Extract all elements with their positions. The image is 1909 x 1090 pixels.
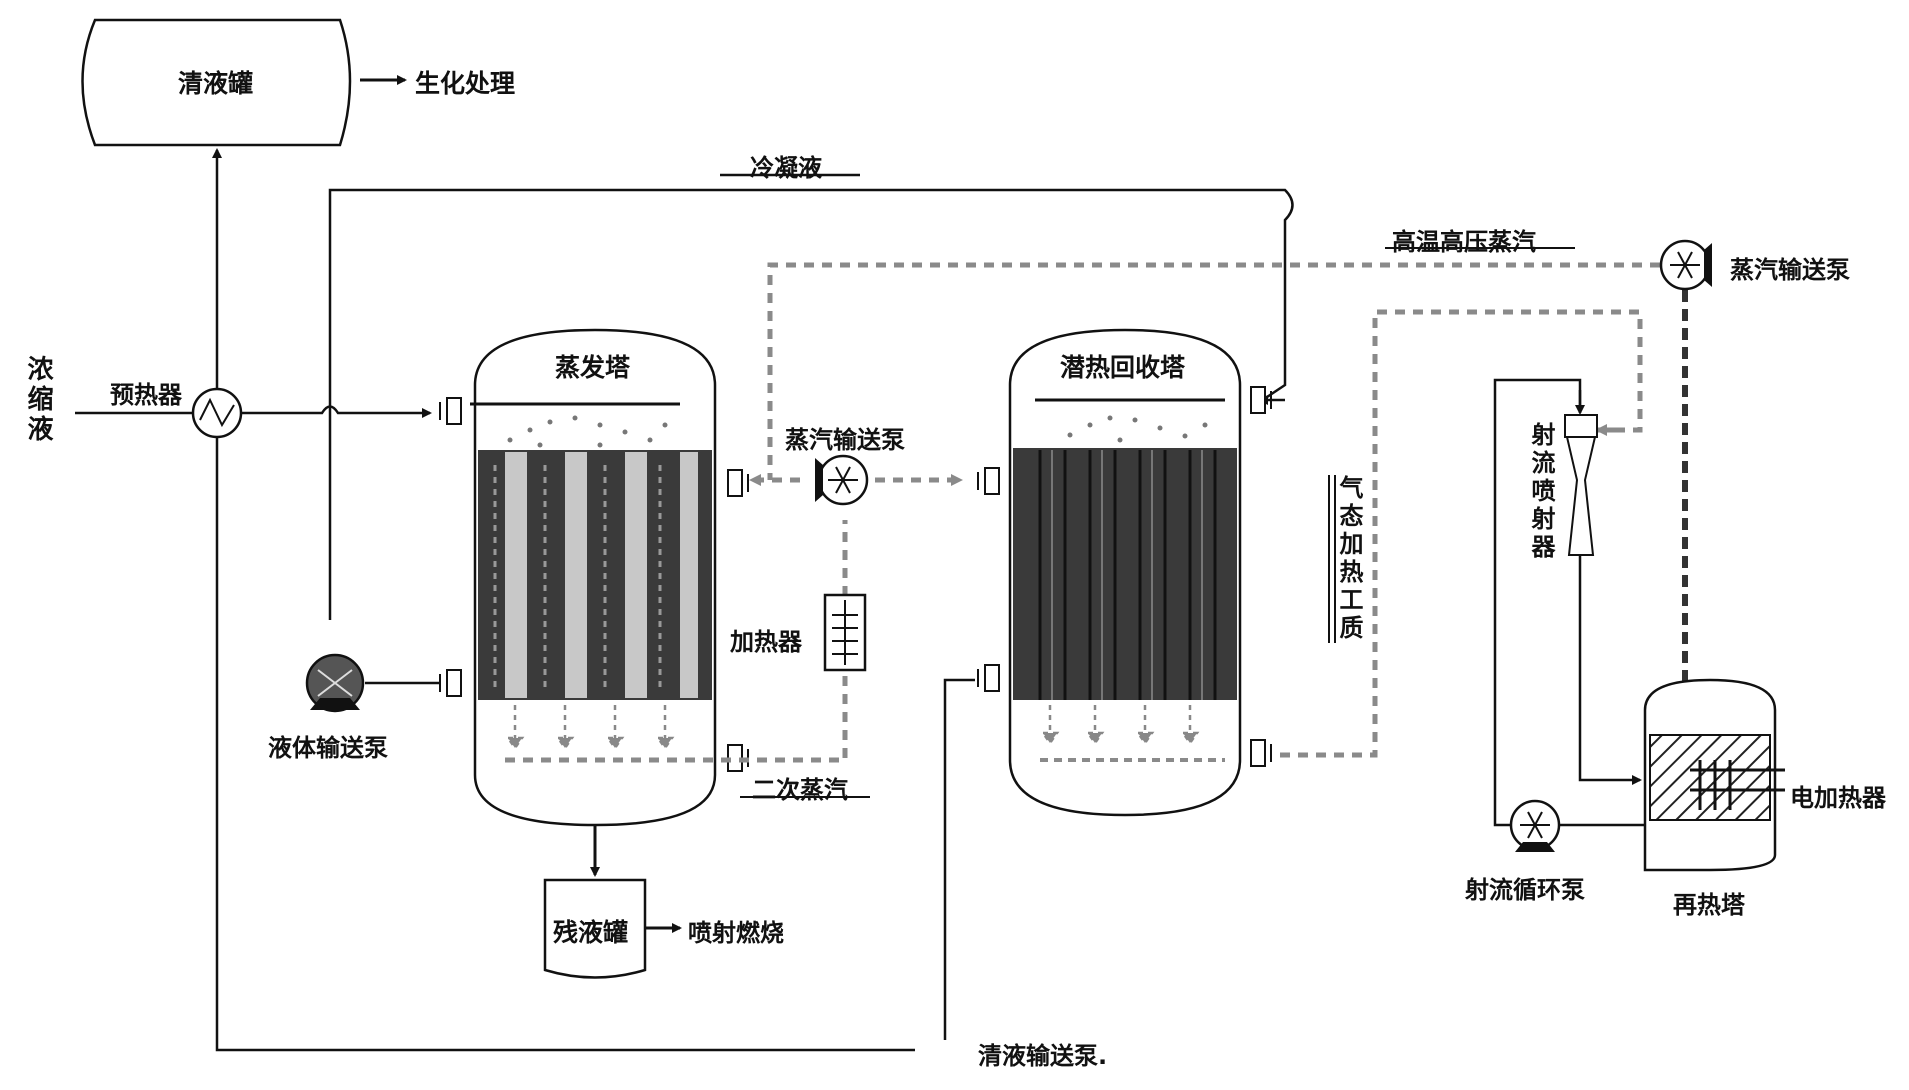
preheater-symbol bbox=[191, 387, 243, 439]
reheat-tower-label: 再热塔 bbox=[1673, 891, 1745, 919]
evaporation-tower bbox=[439, 328, 749, 877]
jet-ejector-label: 射流喷射器 bbox=[1527, 422, 1555, 562]
jet-pump-label: 射流循环泵 bbox=[1465, 876, 1585, 904]
secondary-steam-label: 二次蒸汽 bbox=[752, 776, 848, 804]
heater-symbol bbox=[823, 593, 867, 672]
evaporation-tower-label: 蒸发塔 bbox=[555, 353, 631, 382]
steam-pump-mid-label: 蒸汽输送泵 bbox=[785, 426, 905, 454]
residue-tank-label: 残液罐 bbox=[553, 918, 629, 947]
biochemical-label: 生化处理 bbox=[415, 69, 516, 98]
clear-tank-label: 清液罐 bbox=[178, 69, 254, 98]
hp-steam-label: 高温高压蒸汽 bbox=[1392, 228, 1536, 256]
gas-heating-medium-line bbox=[1280, 309, 1643, 758]
preheater-label: 预热器 bbox=[110, 381, 182, 409]
liquid-pump-label: 液体输送泵 bbox=[268, 734, 388, 762]
residue-tank bbox=[543, 878, 647, 979]
recovery-tower-label: 潜热回收塔 bbox=[1060, 353, 1186, 382]
spray-combustion-label: 喷射燃烧 bbox=[688, 919, 784, 947]
jet-ejector bbox=[1564, 414, 1598, 556]
steam-transfer-pump-right bbox=[1659, 239, 1712, 291]
liquid-transfer-pump bbox=[305, 653, 365, 713]
recirculated-steam-line bbox=[767, 262, 1660, 480]
concentrate-label: 浓缩液 bbox=[23, 355, 53, 445]
latent-heat-recovery-tower bbox=[977, 328, 1272, 817]
electric-heater-label: 电加热器 bbox=[1790, 784, 1886, 812]
jet-circulation-pump bbox=[1509, 799, 1561, 852]
gas-heating-medium-label: 气态加热工质 bbox=[1328, 475, 1367, 643]
condensate-label: 冷凝液 bbox=[750, 154, 822, 182]
steam-pump-right-label: 蒸汽输送泵 bbox=[1730, 256, 1850, 284]
clear-return-line bbox=[212, 148, 975, 1052]
jet-loop bbox=[1493, 378, 1645, 827]
clear-pump-label: 清液输送泵. bbox=[978, 1042, 1108, 1070]
steam-transfer-pump-mid bbox=[815, 454, 869, 506]
heater-label: 加热器 bbox=[730, 628, 802, 656]
feed-line bbox=[75, 405, 432, 418]
clear-liquid-tank bbox=[81, 18, 352, 147]
reheat-tower bbox=[1643, 678, 1785, 872]
secondary-steam-line bbox=[505, 474, 963, 763]
